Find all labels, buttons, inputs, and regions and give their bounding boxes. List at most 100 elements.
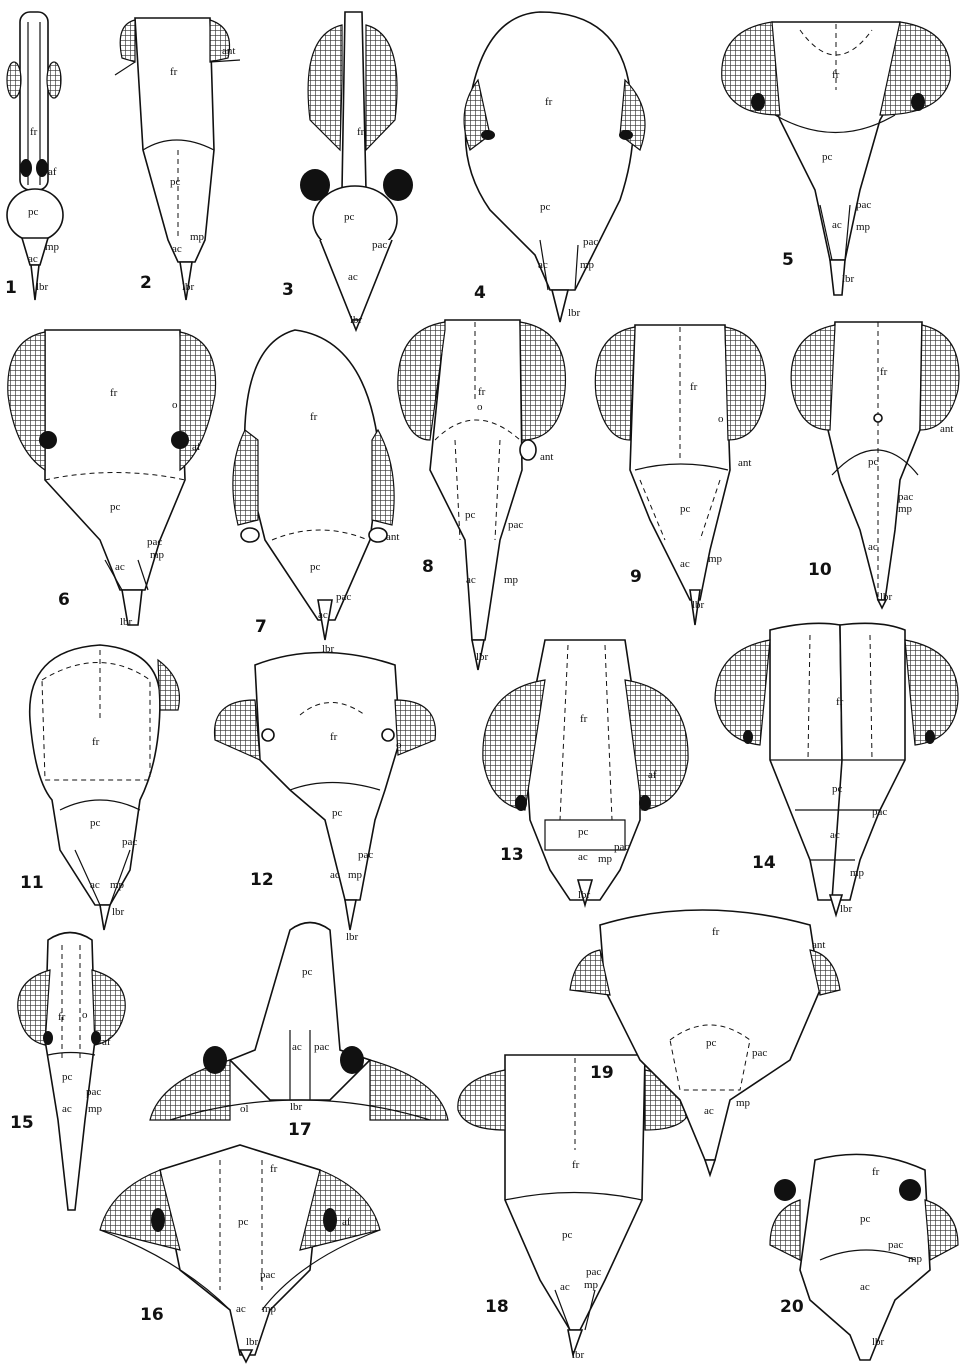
label-pc: pc	[302, 966, 313, 978]
label-pc: pc	[310, 561, 321, 573]
label-mp: mp	[88, 1103, 103, 1115]
label-ant: ant	[812, 939, 825, 951]
label-lbr: lbr	[578, 889, 591, 901]
label-ac: ac	[830, 829, 840, 841]
label-lbr: lbr	[182, 281, 195, 293]
label-pac: pac	[147, 536, 162, 548]
label-pac: pac	[856, 199, 871, 211]
label-ant: ant	[940, 423, 953, 435]
label-lbr: lbr	[120, 616, 133, 628]
figure-number: 19	[590, 1063, 614, 1083]
label-lbr: lbr	[322, 643, 335, 655]
label-ac: ac	[330, 869, 340, 881]
label-lbr: lbr	[246, 1336, 259, 1348]
label-pc: pc	[562, 1229, 573, 1241]
label-pc: pc	[706, 1037, 717, 1049]
label-ac: ac	[680, 558, 690, 570]
label-pac: pac	[583, 236, 598, 248]
label-mp: mp	[190, 231, 205, 243]
figure-4	[464, 12, 645, 322]
label-mp: mp	[584, 1279, 599, 1291]
label-ac: ac	[466, 574, 476, 586]
label-ac: ac	[172, 243, 182, 255]
label-mp: mp	[262, 1303, 277, 1315]
label-pc: pc	[465, 509, 476, 521]
label-mp: mp	[850, 867, 865, 879]
label-pc: pc	[344, 211, 355, 223]
label-lbr: lbr	[880, 591, 893, 603]
label-ac: ac	[236, 1303, 246, 1315]
label-ol: ol	[240, 1103, 249, 1115]
label-ac: ac	[560, 1281, 570, 1293]
label-fr: fr	[880, 366, 888, 378]
label-pc: pc	[170, 176, 181, 188]
label-pac: pac	[888, 1239, 903, 1251]
label-fr: fr	[357, 126, 365, 138]
label-ac: ac	[348, 271, 358, 283]
label-fr: fr	[545, 96, 553, 108]
label-pac: pac	[86, 1086, 101, 1098]
label-mp: mp	[110, 879, 125, 891]
label-fr: fr	[872, 1166, 880, 1178]
figure-7	[233, 330, 394, 640]
label-fr: fr	[836, 696, 844, 708]
figure-number: 14	[752, 853, 776, 873]
label-fr: fr	[832, 69, 840, 81]
label-ac: ac	[578, 851, 588, 863]
label-fr: fr	[170, 66, 178, 78]
label-mp: mp	[348, 869, 363, 881]
label-lbr: lbr	[692, 599, 705, 611]
figure-16	[100, 1145, 380, 1362]
label-ac: ac	[292, 1041, 302, 1053]
label-fr: fr	[572, 1159, 580, 1171]
label-mp: mp	[504, 574, 519, 586]
label-pac: pac	[372, 239, 387, 251]
figure-6	[8, 330, 216, 625]
label-lbr: lbr	[872, 1336, 885, 1348]
label-pc: pc	[868, 456, 879, 468]
label-lbr: lbr	[290, 1101, 303, 1113]
figure-number: 15	[10, 1113, 34, 1133]
figure-number: 12	[250, 870, 274, 890]
figure-number: 4	[474, 283, 486, 303]
figure-8	[398, 320, 566, 670]
label-af: af	[102, 1036, 111, 1048]
label-ant: ant	[386, 531, 399, 543]
figure-number: 11	[20, 873, 44, 893]
label-fr: fr	[110, 387, 118, 399]
label-pac: pac	[508, 519, 523, 531]
label-o: o	[396, 739, 402, 751]
figure-number: 2	[140, 273, 152, 293]
figure-number: 7	[255, 617, 267, 637]
figure-2	[115, 18, 240, 300]
label-mp: mp	[45, 241, 60, 253]
label-ac: ac	[90, 879, 100, 891]
label-mp: mp	[708, 553, 723, 565]
figure-number: 6	[58, 590, 70, 610]
figure-17	[150, 923, 448, 1121]
label-lbr: lbr	[840, 903, 853, 915]
label-pac: pac	[314, 1041, 329, 1053]
label-pc: pc	[540, 201, 551, 213]
label-af: af	[342, 1216, 351, 1228]
label-ac: ac	[28, 253, 38, 265]
figure-9	[595, 325, 765, 625]
label-pc: pc	[822, 151, 833, 163]
label-pc: pc	[332, 807, 343, 819]
label-mp: mp	[598, 853, 613, 865]
label-fr: fr	[270, 1163, 278, 1175]
label-fr: fr	[30, 126, 38, 138]
figure-20	[770, 1154, 958, 1360]
label-mp: mp	[856, 221, 871, 233]
label-ac: ac	[704, 1105, 714, 1117]
label-lbr: lbr	[842, 273, 855, 285]
label-mp: mp	[736, 1097, 751, 1109]
label-pac: pac	[752, 1047, 767, 1059]
figure-number: 20	[780, 1297, 804, 1317]
label-pac: pac	[872, 806, 887, 818]
label-lbr: lbr	[476, 651, 489, 663]
label-o: o	[82, 1009, 88, 1021]
label-fr: fr	[330, 731, 338, 743]
figure-number: 8	[422, 557, 434, 577]
